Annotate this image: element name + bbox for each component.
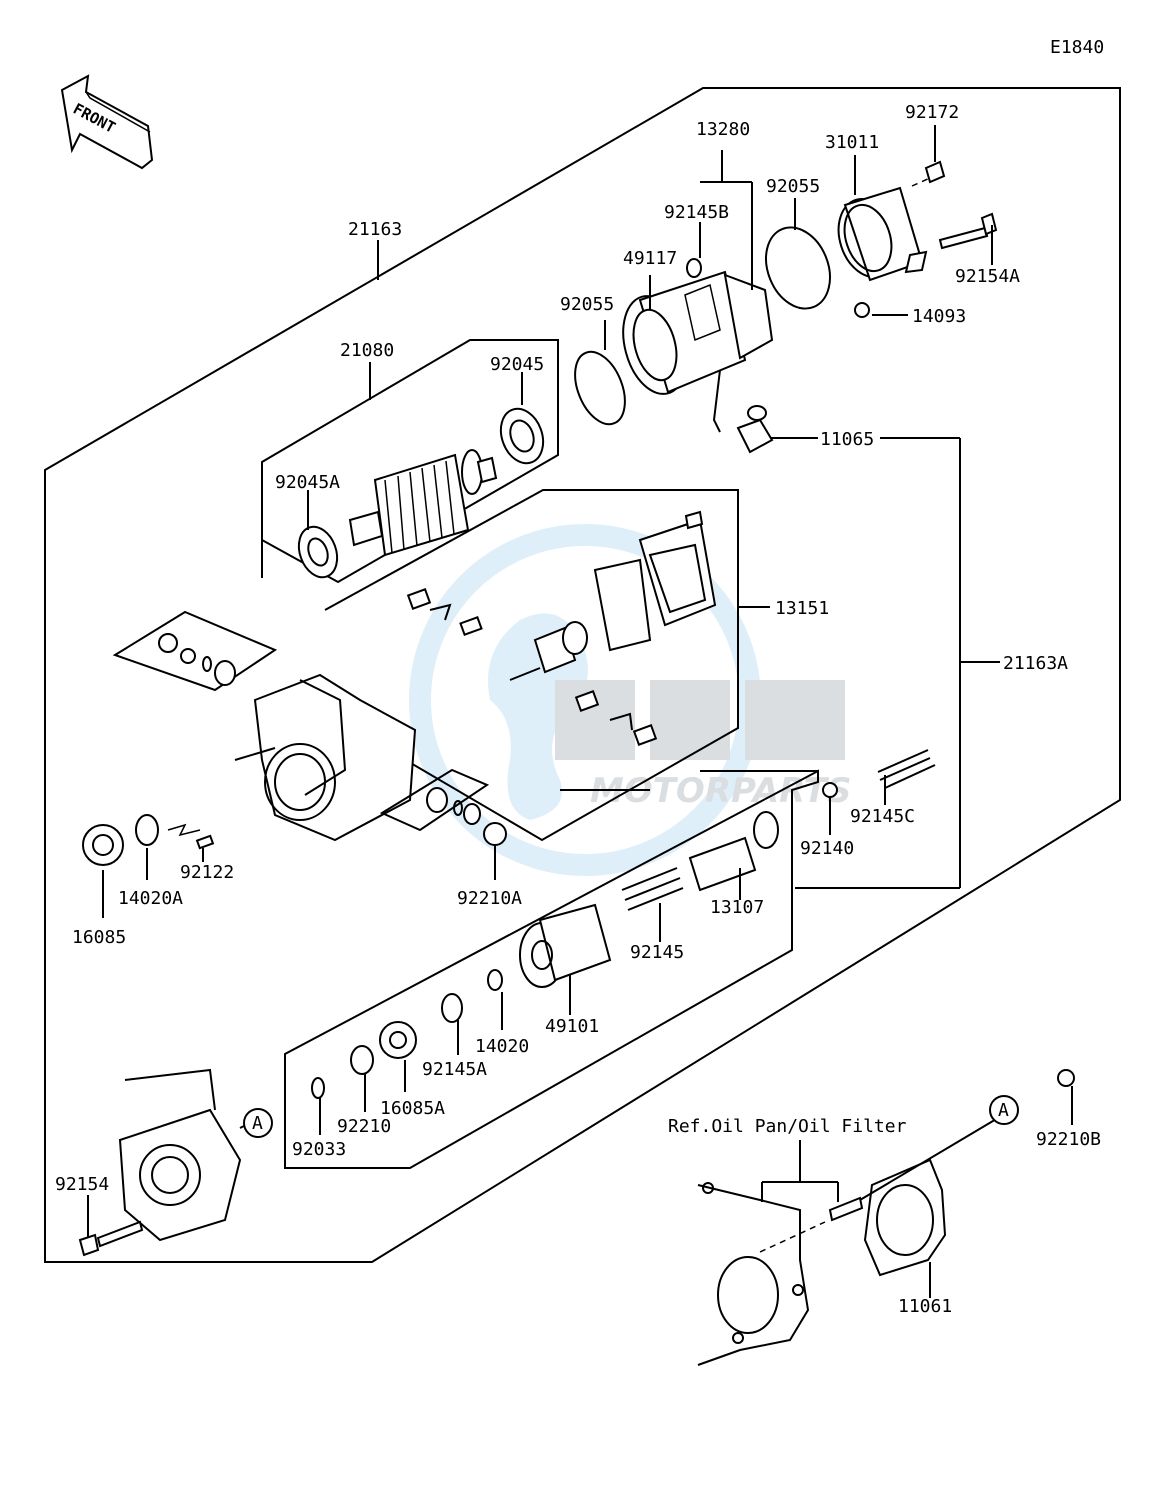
shaft-13107 [688,811,779,892]
stud-bolt [828,1196,864,1222]
collar-14020A [135,814,159,846]
housing-21163 [234,673,417,842]
diagram-code: E1840 [1050,37,1104,58]
gear-16085A [379,1021,417,1059]
label-92172: 92172 [905,102,959,123]
label-14020: 14020 [475,1036,529,1057]
brushes [406,588,658,746]
label-16085A: 16085A [380,1098,445,1119]
callout-a-right [989,1095,1019,1125]
assembly-frame-21163 [44,87,1121,1263]
pin-92122 [195,834,215,850]
drive-group-frame [284,769,819,1169]
oil-pan-plate [697,1182,810,1366]
housing-parts-frame [112,610,278,692]
oring-92055-right [765,226,831,310]
brush-holder-frame [324,489,739,842]
label-92145A: 92145A [422,1059,487,1080]
front-cover [118,1068,242,1242]
label-31011: 31011 [825,132,879,153]
oring-92055-left [574,350,626,426]
armature-group-frame [261,339,559,584]
nut-92210B [1057,1069,1075,1087]
nut-14093 [854,302,870,318]
bearing-lower [426,787,481,825]
label-21080: 21080 [340,340,394,361]
label-92122: 92122 [180,862,234,883]
gasket-11061 [863,1158,947,1277]
spring-92145A [441,993,463,1023]
spring-92145C [877,749,936,789]
label-92140: 92140 [800,838,854,859]
collar-14020 [487,969,503,991]
brush-plate-13151 [593,510,717,652]
callout-a-left [243,1108,273,1138]
label-13280: 13280 [696,119,750,140]
ball-92140 [822,782,838,798]
terminal-11065 [736,405,774,454]
clutch-49101 [519,903,612,988]
label-92210B: 92210B [1036,1129,1101,1150]
part-labels: 21163 21080 92045 92045A 13280 92145B 49… [55,102,1101,1317]
label-13107: 13107 [710,897,764,918]
label-21163A: 21163A [1003,653,1068,674]
label-11061: 11061 [898,1296,952,1317]
spring-92145 [621,867,684,911]
callout-a-right-label: A [998,1100,1009,1121]
label-92055-left: 92055 [560,294,614,315]
label-92154A: 92154A [955,266,1020,287]
circlip-92033 [311,1077,325,1099]
nut-92210A [483,822,507,846]
armature-21080 [348,449,498,557]
end-cover-31011 [837,186,928,282]
reference-note: Ref.Oil Pan/Oil Filter [668,1116,907,1137]
label-92154: 92154 [55,1174,109,1195]
lower-bearing-frame [379,768,490,832]
bearing-92045 [499,407,545,465]
bearing-92210 [350,1045,374,1075]
label-92055-right: 92055 [766,176,820,197]
yoke-49117 [622,258,774,433]
gear-16085 [82,824,124,866]
label-16085: 16085 [72,927,126,948]
label-14093: 14093 [912,306,966,327]
bolt-92154 [78,1220,144,1257]
label-13151: 13151 [775,598,829,619]
front-arrow-icon: FRONT [60,74,154,170]
label-14020A: 14020A [118,888,183,909]
label-92045: 92045 [490,354,544,375]
nut-washers-top [158,633,236,686]
label-92033: 92033 [292,1139,346,1160]
screw-92172 [911,160,946,187]
label-11065: 11065 [820,429,874,450]
label-92045A: 92045A [275,472,340,493]
label-49101: 49101 [545,1016,599,1037]
commutator-shaft [509,621,588,681]
label-92210A: 92210A [457,888,522,909]
label-21163: 21163 [348,219,402,240]
label-49117: 49117 [623,248,677,269]
label-92145C: 92145C [850,806,915,827]
label-92145: 92145 [630,942,684,963]
label-92145B: 92145B [664,202,729,223]
label-92210: 92210 [337,1116,391,1137]
bolt-92154A [938,212,998,250]
callout-a-left-label: A [252,1113,263,1134]
bearing-92045A [297,525,339,579]
watermark-logo: MOTORPARTS [409,524,851,876]
